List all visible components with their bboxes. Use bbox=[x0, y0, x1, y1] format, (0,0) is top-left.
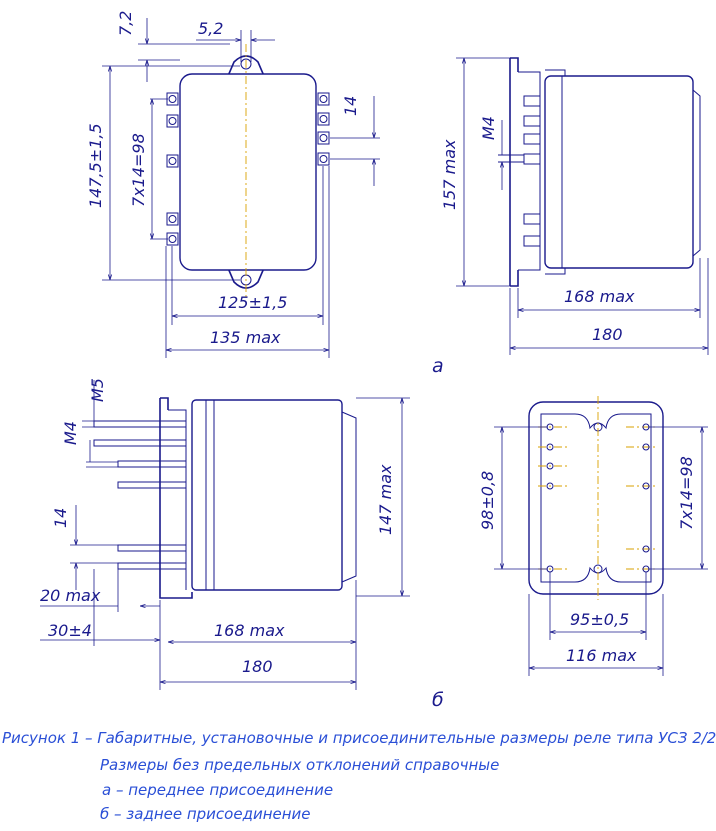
caption-title: Рисунок 1 – Габаритные, установочные и п… bbox=[2, 729, 716, 747]
dim-rear-height-holes: 98±0,8 bbox=[478, 471, 497, 530]
front-terminals-left bbox=[166, 92, 179, 246]
front-body bbox=[179, 73, 317, 271]
rear-side-case bbox=[191, 399, 343, 591]
view-b-side: M5 M4 14 147 max 20 max 30±4 168 max 180 bbox=[40, 378, 410, 690]
dim-rear-height: 147 max bbox=[376, 464, 395, 535]
dim-thread: M4 bbox=[479, 116, 498, 140]
dim-thread-m5: M5 bbox=[88, 378, 107, 402]
caption-b: б – заднее присоединение bbox=[100, 805, 311, 823]
dim-hole: 5,2 bbox=[198, 19, 223, 38]
dim-thread-m4: M4 bbox=[61, 421, 80, 445]
caption-a: а – переднее присоединение bbox=[102, 781, 334, 799]
view-b-rear: 98±0,8 7x14=98 95±0,5 116 max bbox=[478, 396, 708, 676]
dim-rear-width: 116 max bbox=[566, 646, 637, 665]
dim-pitch-series: 7x14=98 bbox=[129, 133, 148, 207]
dim-rear-depth-total: 180 bbox=[242, 657, 273, 676]
dim-width-holes: 125±1,5 bbox=[218, 293, 287, 312]
view-a-side: 157 max M4 168 max 180 bbox=[440, 57, 709, 355]
view-a-front: 7,2 5,2 147,5±1,5 7x14=98 14 125±1,5 135… bbox=[86, 11, 380, 358]
front-top-hole bbox=[240, 58, 252, 70]
dim-top-offset: 7,2 bbox=[116, 11, 135, 36]
dim-stud-len: 30±4 bbox=[48, 621, 92, 640]
dim-stud: 20 max bbox=[40, 586, 101, 605]
view-b-letter: б bbox=[432, 689, 444, 711]
dim-rear-depth-max: 168 max bbox=[214, 621, 285, 640]
view-a-letter: а bbox=[432, 355, 444, 377]
dim-side-height: 157 max bbox=[440, 139, 459, 210]
dim-rear-holes: 95±0,5 bbox=[570, 610, 629, 629]
side-terminals bbox=[498, 95, 541, 247]
dim-pitch: 14 bbox=[341, 96, 360, 116]
dim-depth-max: 168 max bbox=[564, 287, 635, 306]
rear-case bbox=[528, 401, 664, 595]
side-flange bbox=[509, 57, 519, 287]
dim-rear-series: 7x14=98 bbox=[677, 456, 696, 530]
side-case bbox=[544, 75, 694, 269]
dim-width-max: 135 max bbox=[210, 328, 281, 347]
front-terminals-right bbox=[317, 92, 330, 166]
rear-studs bbox=[93, 420, 187, 570]
dim-depth-total: 180 bbox=[592, 325, 623, 344]
dim-height-total: 147,5±1,5 bbox=[86, 123, 105, 208]
dim-rear-pitch: 14 bbox=[51, 508, 70, 528]
caption-note: Размеры без предельных отклонений справо… bbox=[100, 756, 500, 774]
